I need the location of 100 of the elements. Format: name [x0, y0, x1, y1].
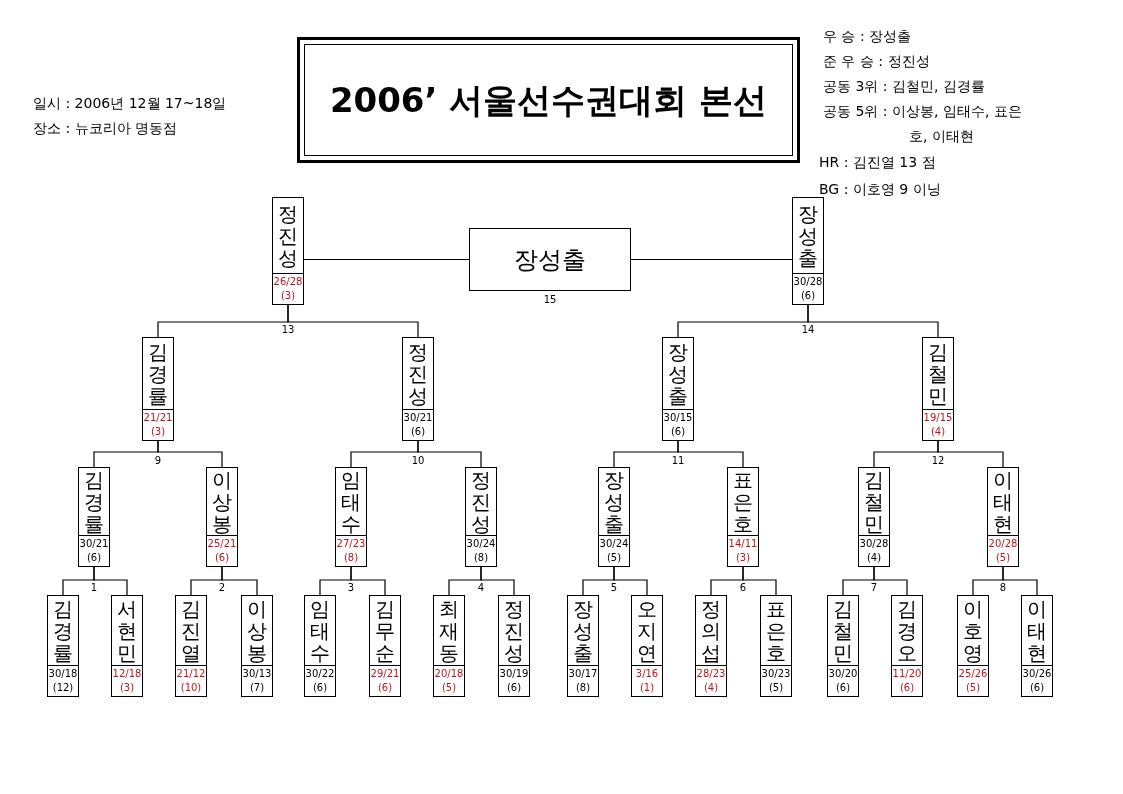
score-text: 25/21 [207, 537, 237, 551]
innings-text: (3) [280, 289, 296, 303]
innings-text: (5) [441, 681, 457, 695]
bracket-line [807, 304, 939, 338]
player-name: 김경오 [897, 597, 917, 664]
innings-text: (6) [410, 425, 426, 439]
player-name: 정의섭 [701, 597, 721, 664]
score-text: 11/20 [892, 667, 922, 681]
event-info: 장소 : 뉴코리아 명동점 [33, 119, 178, 138]
player-box [695, 595, 727, 697]
player-name: 김철민 [928, 340, 948, 407]
player-box [567, 595, 599, 697]
innings-text: (6) [670, 425, 686, 439]
player-box [792, 197, 824, 305]
player-box [78, 467, 110, 567]
innings-text: (6) [86, 551, 102, 565]
player-name: 정진성 [471, 468, 491, 535]
score-text: 14/11 [728, 537, 758, 551]
player-box [760, 595, 792, 697]
innings-text: (4) [703, 681, 719, 695]
final-box [469, 228, 631, 291]
player-name: 장성출 [604, 468, 624, 535]
player-name: 이호영 [963, 597, 983, 664]
match-number: 1 [89, 582, 99, 594]
player-box [335, 467, 367, 567]
bracket-line [221, 566, 258, 596]
score-text: 19/15 [923, 411, 953, 425]
innings-text: (3) [119, 681, 135, 695]
player-box [957, 595, 989, 697]
player-box [1021, 595, 1053, 697]
player-box [858, 467, 890, 567]
match-number: 5 [609, 582, 619, 594]
player-box [662, 337, 694, 441]
innings-text: (5) [995, 551, 1011, 565]
innings-text: (8) [473, 551, 489, 565]
match-number: 10 [410, 455, 426, 467]
score-text: 30/28 [859, 537, 889, 551]
match-number: 8 [998, 582, 1008, 594]
player-box [727, 467, 759, 567]
innings-text: (6) [1029, 681, 1045, 695]
player-box [598, 467, 630, 567]
player-name: 장성출 [798, 202, 818, 269]
event-info: 일시 : 2006년 12월 17~18일 [33, 94, 227, 113]
score-text: 30/18 [48, 667, 78, 681]
player-name: 표은호 [733, 468, 753, 535]
player-name: 장성출 [573, 597, 593, 664]
score-text: 30/17 [568, 667, 598, 681]
score-text: 30/19 [499, 667, 529, 681]
innings-text: (12) [52, 681, 74, 695]
score-text: 21/21 [143, 411, 173, 425]
player-name: 김진열 [181, 597, 201, 664]
innings-text: (5) [768, 681, 784, 695]
match-number: 11 [670, 455, 686, 467]
score-text: 30/24 [599, 537, 629, 551]
player-name: 김경률 [148, 340, 168, 407]
champion-name: 장성출 [514, 244, 586, 276]
bracket-line [630, 258, 793, 261]
result-line: 우 승 : 장성출 [823, 27, 912, 46]
innings-text: (4) [866, 551, 882, 565]
innings-text: (6) [835, 681, 851, 695]
score-text: 26/28 [273, 275, 303, 289]
player-name: 오지연 [637, 597, 657, 664]
innings-text: (8) [575, 681, 591, 695]
match-number: 13 [280, 324, 296, 336]
bracket-line [677, 440, 744, 468]
player-box [922, 337, 954, 441]
score-text: 28/23 [696, 667, 726, 681]
player-box [47, 595, 79, 697]
player-name: 정진성 [504, 597, 524, 664]
score-text: 30/22 [305, 667, 335, 681]
match-number: 9 [153, 455, 163, 467]
score-text: 30/15 [663, 411, 693, 425]
score-text: 25/26 [958, 667, 988, 681]
player-name: 이태현 [993, 468, 1013, 535]
bracket-line [873, 566, 908, 596]
innings-text: (5) [606, 551, 622, 565]
bracket-line [93, 566, 128, 596]
player-name: 정진성 [278, 202, 298, 269]
result-line: HR : 김진열 13 점 [819, 153, 936, 172]
player-box [891, 595, 923, 697]
innings-text: (6) [800, 289, 816, 303]
bracket-line [937, 440, 1004, 468]
player-box [241, 595, 273, 697]
score-text: 27/23 [336, 537, 366, 551]
match-number: 2 [217, 582, 227, 594]
score-text: 30/24 [466, 537, 496, 551]
bracket-line [480, 566, 515, 596]
player-name: 김경률 [53, 597, 73, 664]
player-name: 표은호 [766, 597, 786, 664]
bracket-line [1002, 566, 1038, 596]
player-name: 임태수 [310, 597, 330, 664]
score-text: 29/21 [370, 667, 400, 681]
player-box [498, 595, 530, 697]
innings-text: (4) [930, 425, 946, 439]
player-box [206, 467, 238, 567]
player-box [827, 595, 859, 697]
player-box [369, 595, 401, 697]
innings-text: (6) [899, 681, 915, 695]
innings-text: (6) [214, 551, 230, 565]
innings-text: (7) [249, 681, 265, 695]
